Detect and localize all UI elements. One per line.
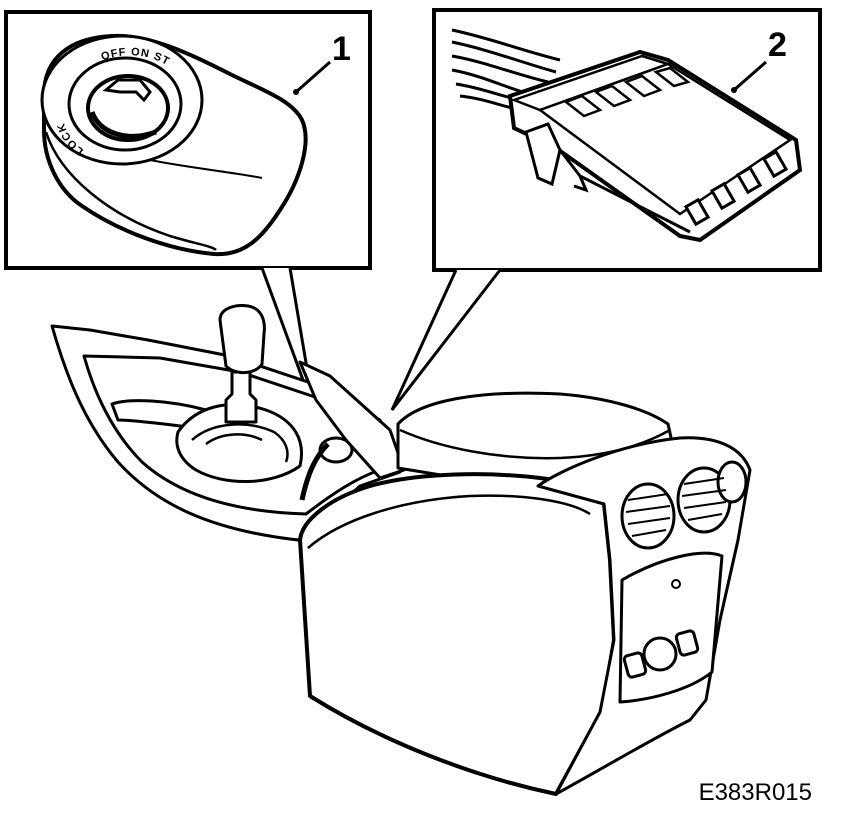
connector-side-face: [537, 62, 793, 216]
figure-code: E383R015: [699, 779, 812, 806]
rear-button-left: [622, 651, 648, 679]
console-box-inner-edge: [307, 494, 591, 549]
vent-louvres: [625, 477, 727, 537]
gear-stick: [224, 370, 258, 424]
callout-1-dot: [293, 89, 299, 95]
connector-wires: [451, 28, 561, 110]
key-slot-icon: [102, 78, 152, 103]
housing-side-edge: [44, 131, 217, 252]
inset-connector: 2: [432, 8, 822, 272]
callout-2-number: 2: [768, 26, 787, 64]
center-console: [50, 304, 752, 796]
rear-control-knob: [642, 636, 678, 672]
console-box: [298, 472, 616, 796]
housing-front-edge: [149, 159, 263, 179]
callout-2-dot: [731, 87, 737, 93]
rear-indicator: [671, 579, 681, 589]
console-side-trim: [298, 360, 406, 480]
ignition-cable: [299, 442, 330, 501]
vent-left-icon: [620, 482, 676, 550]
gear-knob-icon: [218, 304, 266, 374]
gear-boot-fold-1: [191, 423, 289, 463]
barrel-shadow: [89, 110, 157, 139]
connector-terminals: [683, 149, 789, 227]
connector-rail: [558, 149, 691, 234]
rear-air-vents: [620, 460, 748, 550]
callout-2-leader: [733, 60, 767, 92]
vent-small-icon: [716, 460, 748, 504]
rear-button-right: [674, 629, 700, 657]
connector-ribs: [563, 66, 691, 118]
gear-boot-fold-2: [205, 433, 263, 446]
callout-1-leader: [295, 60, 331, 94]
callout-1-number: 1: [332, 30, 351, 68]
connector-lock-tab: [524, 122, 562, 187]
inset-ignition-switch: OFF ON ST LOCK 1: [4, 10, 372, 270]
pointer-to-connector: [390, 269, 502, 411]
